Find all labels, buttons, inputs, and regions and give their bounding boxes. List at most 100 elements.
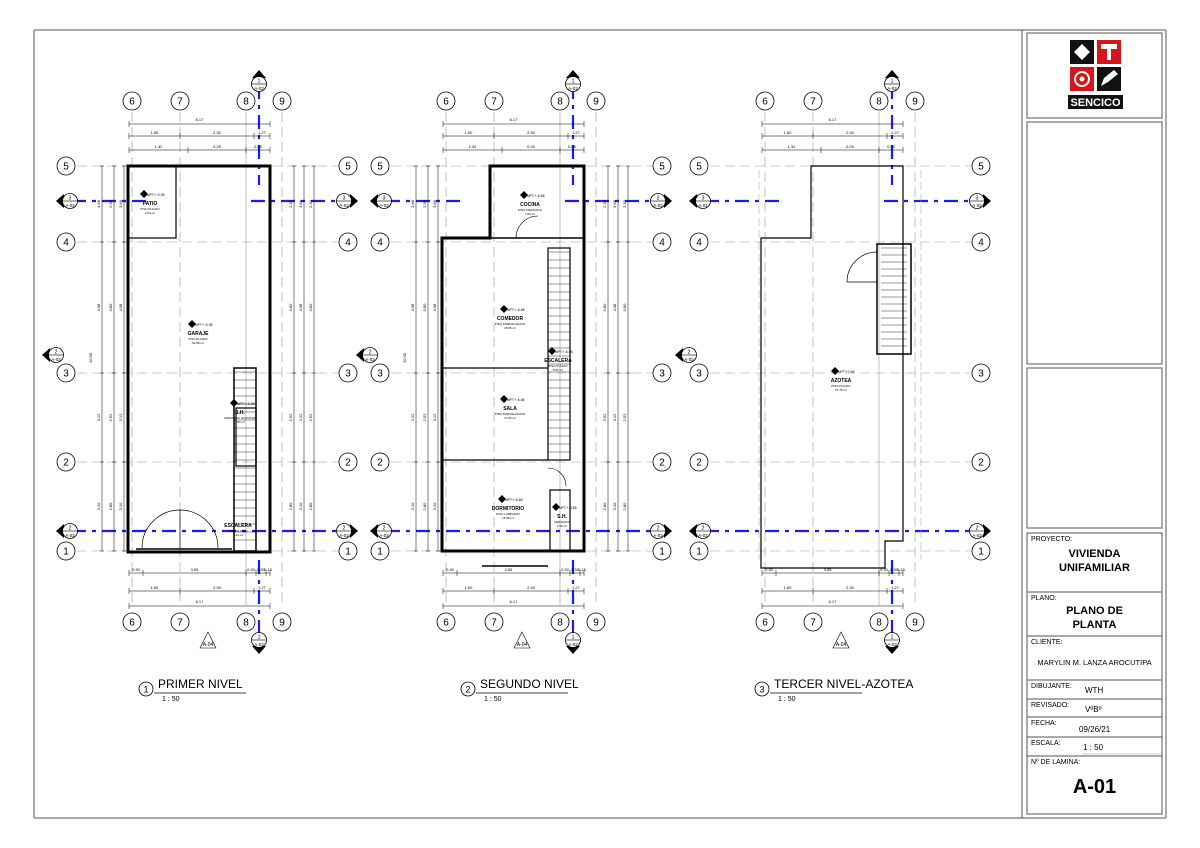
grid-bubble-row-label: 2 <box>696 458 702 469</box>
dim-label: 3.55 <box>505 567 514 572</box>
grid-bubble-row-label: 4 <box>63 238 69 249</box>
section-sheet: A-02 <box>65 203 75 208</box>
grid-bubble-row-label: 2 <box>377 458 383 469</box>
level-mark-icon <box>520 191 528 199</box>
room-floor: PISO PORCELANATO <box>495 322 526 326</box>
tb-lamina-value: A-01 <box>1072 776 1117 798</box>
section-arrow-icon <box>983 194 991 208</box>
grid-bubble-col-label: 6 <box>762 618 768 629</box>
dim-label-vertical: 4.08 <box>410 303 415 312</box>
dim-label-vertical: 4.08 <box>298 303 303 312</box>
section-marker: 2A-02 <box>42 347 64 363</box>
plan-title-text: SEGUNDO NIVEL <box>480 677 579 691</box>
section-arrow-icon <box>350 524 358 538</box>
tb-dibujante-value: WTH <box>1085 686 1104 695</box>
dim-overall: 6.17 <box>442 117 585 127</box>
dim-label-vertical: 3.10 <box>410 502 415 511</box>
tb-cliente-value: MARYLIN M. LANZA AROCUTIPA <box>1037 658 1152 667</box>
section-arrow-icon <box>664 524 672 538</box>
elevation-sheet-label: A-04 <box>836 642 847 648</box>
section-number: 1 <box>258 635 261 641</box>
section-marker: 1A-02 <box>251 70 267 92</box>
grid-bubble-row <box>971 452 991 472</box>
section-marker: 1A-02 <box>565 70 581 92</box>
grid-bubble-row <box>370 232 390 252</box>
section-arrow-icon <box>983 524 991 538</box>
dim-label: 0.15 <box>264 567 273 572</box>
grid-bubble-row <box>689 156 709 176</box>
grid-bubble-col <box>272 91 292 111</box>
dim-label-vertical: 3.68 <box>96 199 101 208</box>
dim-overall-bottom: 6.17 <box>761 599 904 609</box>
dim-label-vertical: 2.80 <box>288 502 293 511</box>
section-number: 2 <box>702 526 705 532</box>
room-area: 7.86 m² <box>525 212 535 216</box>
grid-bubble-row <box>652 156 672 176</box>
grid-bubble-row <box>338 541 358 561</box>
room-level: NPT:+-6.65 <box>507 398 525 402</box>
dim-label-vertical: 2.30 <box>308 199 313 208</box>
level-mark-icon <box>831 367 839 375</box>
room-area: 17.65 m² <box>504 416 516 420</box>
grid-bubble-row-label: 5 <box>696 162 702 173</box>
dim-label: 1.27 <box>891 585 900 590</box>
tb-escala-label: ESCALA: <box>1031 740 1061 747</box>
dim-overall: 6.17 <box>761 117 904 127</box>
section-arrow-icon <box>56 194 64 208</box>
dim-label: 1.60 <box>151 130 160 135</box>
section-number: 2 <box>343 526 346 532</box>
room-name: S.H. <box>235 410 245 416</box>
room-area: 15.98 m² <box>502 516 514 520</box>
section-number: 1 <box>572 635 575 641</box>
section-number: 1 <box>891 79 894 85</box>
grid-bubble-col-label: 7 <box>810 618 816 629</box>
section-arrow-icon <box>252 70 266 78</box>
plan-number: 2 <box>465 685 470 695</box>
grid-bubble-col-label: 9 <box>279 97 285 108</box>
level-mark-icon <box>500 305 508 313</box>
grid-bubble-row-label: 5 <box>377 162 383 173</box>
dim-label-vertical: 3.68 <box>432 199 437 208</box>
tb-lamina-label: Nº DE LAMINA: <box>1031 759 1081 766</box>
grid-bubble-row-label: 1 <box>696 547 702 558</box>
grid-bubble-row-label: 1 <box>659 547 665 558</box>
dim-label: 1.27 <box>572 130 581 135</box>
plan-title-text: TERCER NIVEL-AZOTEA <box>774 677 913 691</box>
elevation-marker: A-04 <box>832 631 850 649</box>
section-marker: 3A-02 <box>689 193 711 209</box>
section-sheet: A-02 <box>653 533 663 538</box>
grid-bubble-row-label: 5 <box>978 162 984 173</box>
parapet-wall <box>760 165 904 569</box>
info-frame <box>1026 532 1163 815</box>
section-marker: 3A-02 <box>56 193 78 209</box>
room-level: NPT:+-6.65 <box>555 350 573 354</box>
dim-overall-bottom: 6.17 <box>442 599 585 609</box>
grid-bubble-col-label: 7 <box>177 618 183 629</box>
section-marker: 2A-02 <box>689 523 711 539</box>
grid-bubble-row-label: 1 <box>345 547 351 558</box>
tb-lamina: Nº DE LAMINA: A-01 <box>1027 756 1162 814</box>
dim-label: 0.30 <box>247 567 256 572</box>
grid-bubble-row-label: 5 <box>345 162 351 173</box>
grid-bubble-row-label: 2 <box>978 458 984 469</box>
room-name: S.H. <box>557 514 567 520</box>
section-sheet: A-02 <box>365 357 375 362</box>
grid-bubble-col-label: 8 <box>243 618 249 629</box>
dim-label-vertical: 2.52 <box>622 413 627 422</box>
dim-label-vertical: 0.80 <box>422 303 427 312</box>
tb-plano: PLANO: PLANO DE PLANTA <box>1027 592 1162 636</box>
level-mark-icon <box>548 347 556 355</box>
dim-label: 1.27 <box>891 130 900 135</box>
room-area: 7.24 m² <box>233 533 243 537</box>
grid-bubble-row <box>56 156 76 176</box>
section-marker: 2A-02 <box>370 523 392 539</box>
dim-label: 0.30 <box>571 567 580 572</box>
dim-label: 0.30 <box>132 567 141 572</box>
grid-bubble-col <box>170 612 190 632</box>
section-sheet: A-02 <box>653 203 663 208</box>
